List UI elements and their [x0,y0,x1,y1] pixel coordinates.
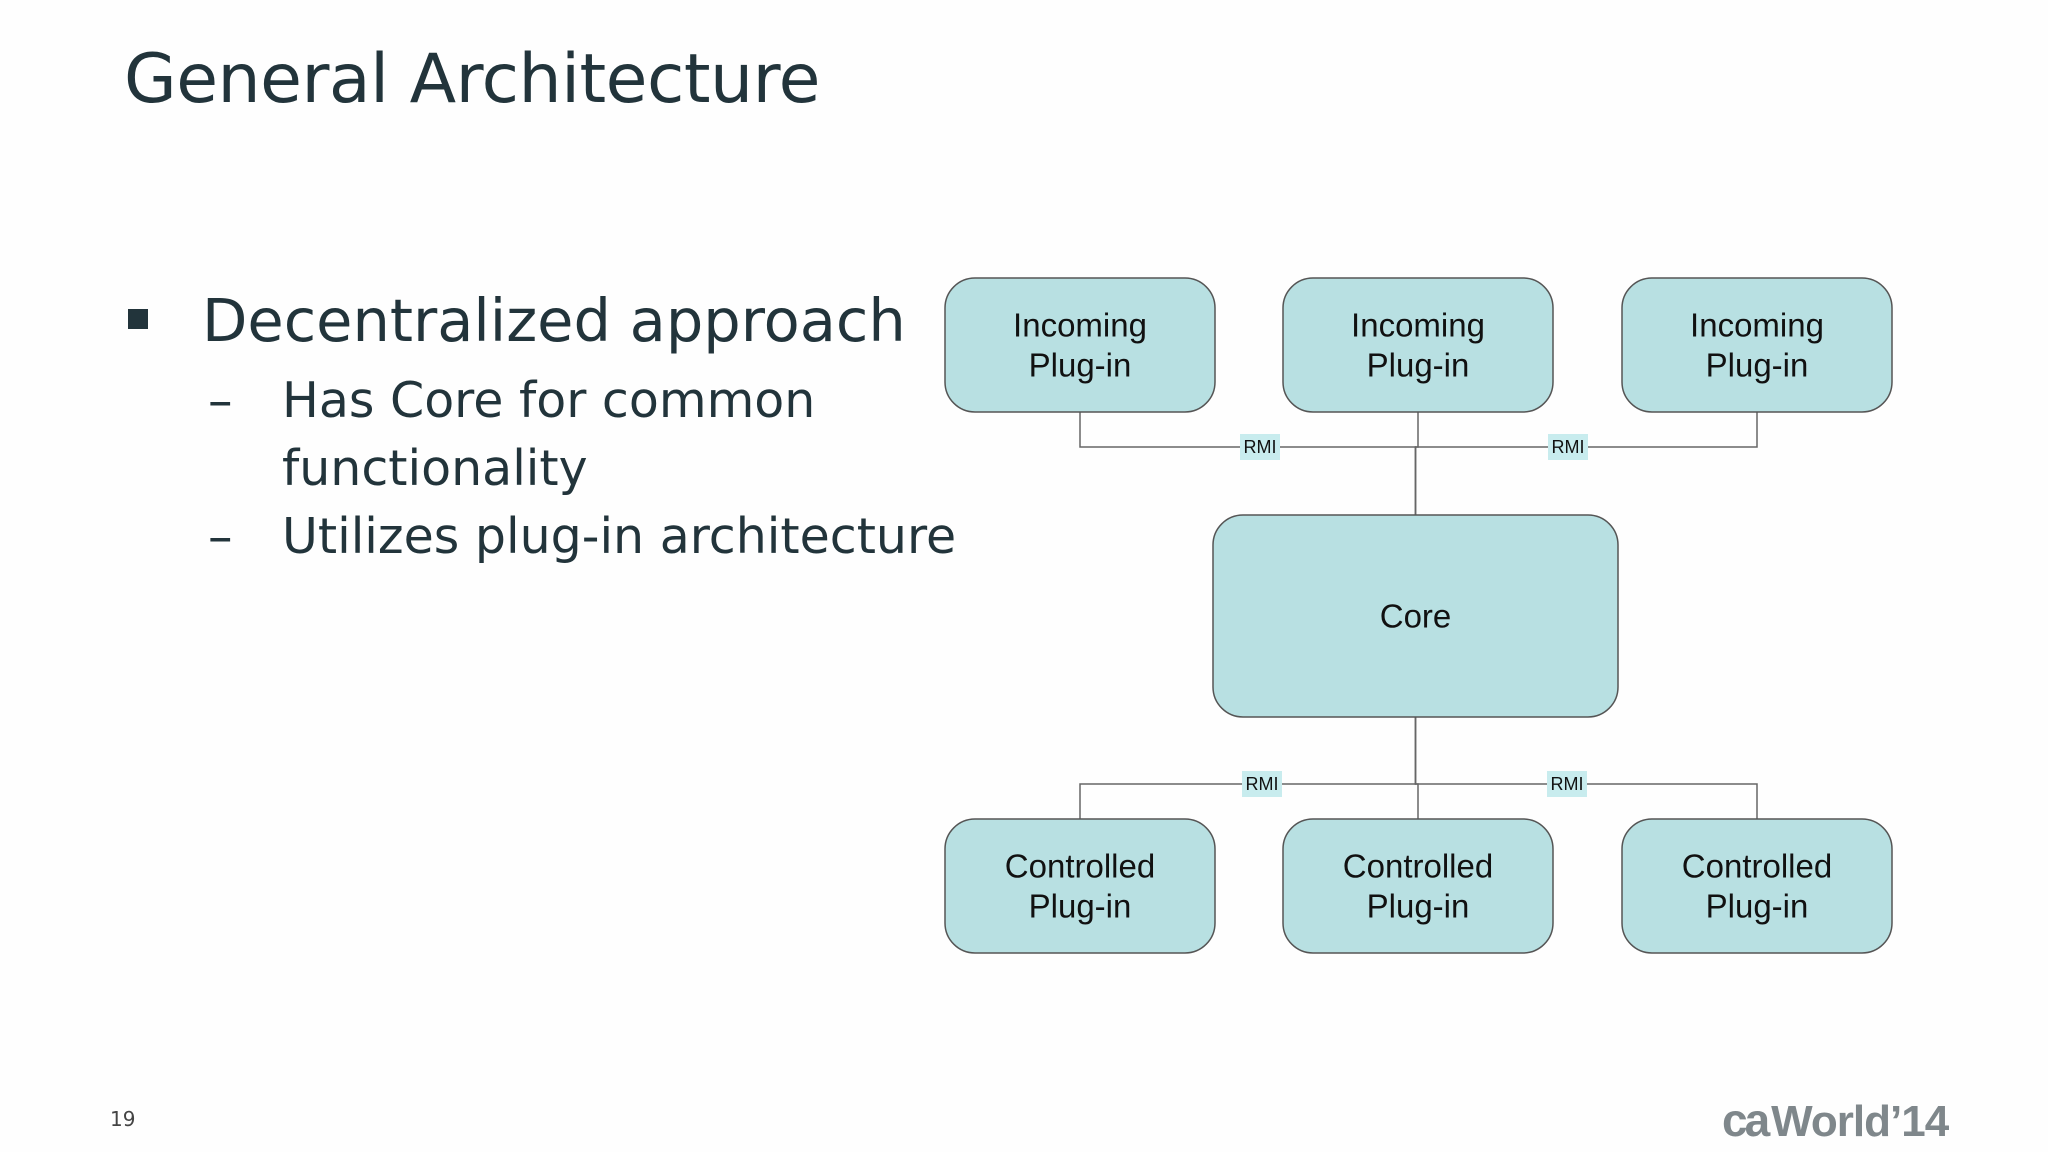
svg-text:RMI: RMI [1552,437,1585,457]
ca-world-logo: caWorld’14 [1722,1093,1949,1147]
diagram-nodes: IncomingPlug-inIncomingPlug-inIncomingPl… [944,277,1893,954]
node-label: Plug-in [1706,347,1809,384]
rmi-labels: RMI RMI RMI RMI [1240,434,1588,797]
page-number: 19 [110,1107,136,1131]
slide-title: General Architecture [124,40,820,119]
node-label: Controlled [1682,848,1832,885]
connector-line-controlled-1 [1079,717,1417,819]
connector-line-incoming-1 [1079,412,1417,515]
node-label: Incoming [1690,307,1824,344]
node-label: Incoming [1013,307,1147,344]
logo-ca: ca [1722,1094,1770,1146]
rmi-label: RMI [1548,434,1588,460]
node-label: Controlled [1005,848,1155,885]
node-label: Plug-in [1029,347,1132,384]
bullet-text: Utilizes plug-in architecture [282,508,957,565]
bullet-text: Decentralized approach [202,286,906,355]
rmi-label: RMI [1242,771,1282,797]
node-label: Plug-in [1367,347,1470,384]
connector-line-incoming-3 [1414,412,1758,515]
node-label: Controlled [1343,848,1493,885]
node-core: Core [1212,514,1619,718]
node-label: Plug-in [1029,888,1132,925]
svg-text:RMI: RMI [1246,774,1279,794]
svg-text:RMI: RMI [1551,774,1584,794]
dash-bullet: – [208,508,233,565]
node-label: Plug-in [1367,888,1470,925]
node-label: Incoming [1351,307,1485,344]
svg-text:RMI: RMI [1244,437,1277,457]
node-label: Core [1380,598,1452,635]
logo-world: World’14 [1771,1097,1949,1146]
dash-bullet: – [208,372,233,429]
bullet-line-2: functionality [282,440,588,497]
bullet-text: Has Core for common functionality [282,367,815,503]
rmi-label: RMI [1240,434,1280,460]
rmi-label: RMI [1547,771,1587,797]
connector-line-controlled-3 [1414,717,1758,819]
bullet-line-1: Has Core for common [282,372,816,429]
square-bullet-icon [128,309,148,329]
node-label: Plug-in [1706,888,1809,925]
